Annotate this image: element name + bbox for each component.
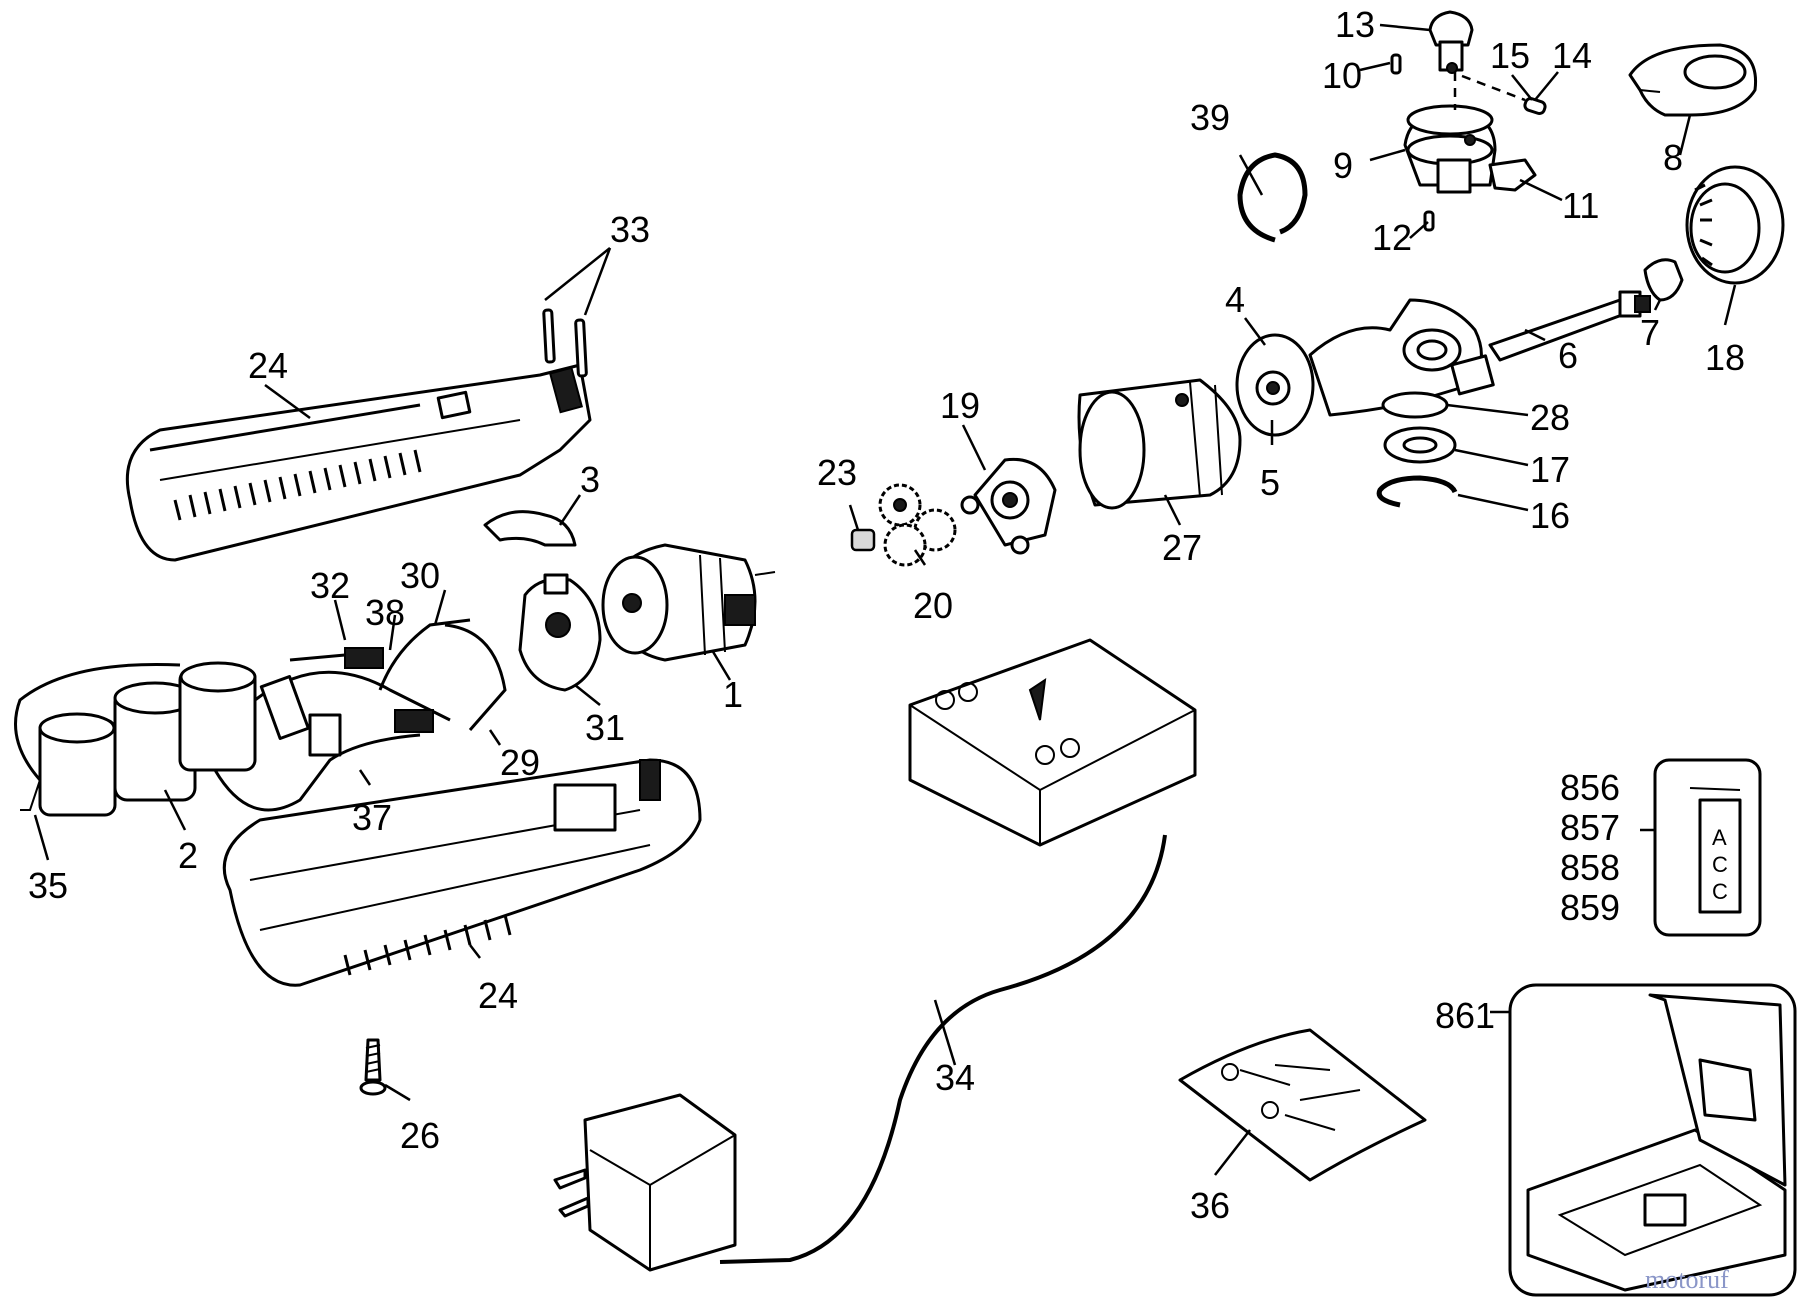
charging-base (908, 638, 1197, 847)
nut-part-7 (1643, 258, 1684, 302)
snap-ring-part-39 (1237, 152, 1308, 243)
gear-housing-part-27 (1077, 378, 1242, 510)
battery-and-wiring (14, 618, 507, 817)
callout-34: 34 (935, 1057, 975, 1098)
clamp-part-8 (1628, 43, 1758, 117)
accessory-bag-part-36 (1178, 1028, 1427, 1182)
lever-part-11 (1488, 158, 1537, 192)
callout-2: 2 (178, 835, 198, 876)
callout-19: 19 (940, 385, 980, 426)
card-letter-c2: C (1712, 879, 1728, 904)
callout-17: 17 (1530, 449, 1570, 490)
lower-housing-part-24 (222, 758, 702, 987)
callout-labels: 24 33 3 1 31 2 35 37 29 32 30 38 24 26 2… (28, 4, 1745, 1226)
watermark-text: motoruf (1645, 1265, 1729, 1294)
callout-18: 18 (1705, 337, 1745, 378)
callout-35: 35 (28, 865, 68, 906)
drive-socket-part-9 (1403, 104, 1497, 194)
callout-1: 1 (723, 674, 743, 715)
callout-16: 16 (1530, 495, 1570, 536)
callout-30: 30 (400, 555, 440, 596)
card-letter-c1: C (1712, 852, 1728, 877)
callout-23: 23 (817, 452, 857, 493)
callout-20: 20 (913, 585, 953, 626)
callout-8: 8 (1663, 137, 1683, 178)
callout-14: 14 (1552, 35, 1592, 76)
card-letter-a: A (1712, 825, 1727, 850)
callout-31: 31 (585, 707, 625, 748)
callout-9: 9 (1333, 145, 1353, 186)
callout-10: 10 (1322, 55, 1362, 96)
screw-part-26 (359, 1038, 387, 1096)
callout-858: 858 (1560, 847, 1620, 888)
callout-39: 39 (1190, 97, 1230, 138)
gears-part-20 (878, 483, 957, 567)
carrying-case-part-861 (1490, 983, 1797, 1297)
callout-11: 11 (1562, 185, 1599, 226)
callout-12: 12 (1372, 217, 1412, 258)
callout-37: 37 (352, 797, 392, 838)
planet-carrier-part-19 (960, 457, 1057, 555)
callout-5: 5 (1260, 462, 1280, 503)
ratchet-head-part-4 (1235, 298, 1495, 437)
callout-24-lower: 24 (478, 975, 518, 1016)
pins-part-33 (542, 308, 588, 378)
callout-29: 29 (500, 742, 540, 783)
callout-857: 857 (1560, 807, 1620, 848)
callout-36: 36 (1190, 1185, 1230, 1226)
callout-4: 4 (1225, 279, 1245, 320)
ring-nut-part-18 (1685, 165, 1785, 285)
callout-26: 26 (400, 1115, 440, 1156)
shaft-part-6 (1488, 290, 1651, 362)
callout-27: 27 (1162, 527, 1202, 568)
callout-7: 7 (1640, 312, 1660, 353)
callout-33: 33 (610, 209, 650, 250)
clip-part-3 (483, 510, 577, 547)
callout-24-upper: 24 (248, 345, 288, 386)
callout-32: 32 (310, 565, 350, 606)
callout-3: 3 (580, 459, 600, 500)
leader-lines (33, 23, 1737, 1176)
pinion-part-23 (850, 528, 876, 552)
label-card-box: A C C (1653, 758, 1762, 937)
pin-part-14 (1523, 97, 1547, 115)
callout-861: 861 (1435, 995, 1495, 1036)
pin-part-12 (1423, 210, 1435, 232)
callout-859: 859 (1560, 887, 1620, 928)
knob-part-13 (1428, 10, 1474, 74)
callout-28: 28 (1530, 397, 1570, 438)
brush-holder-part-31 (518, 573, 602, 692)
callout-6: 6 (1558, 335, 1578, 376)
charger-cord-part-34 (719, 834, 1167, 1264)
callout-38: 38 (365, 592, 405, 633)
wall-adapter (553, 1093, 737, 1272)
motor-part-1 (601, 543, 776, 662)
callout-856: 856 (1560, 767, 1620, 808)
washer-part-28 (1381, 391, 1449, 419)
callout-15: 15 (1490, 35, 1530, 76)
retaining-ring-part-16 (1376, 475, 1458, 508)
pin-part-10 (1390, 53, 1402, 75)
callout-13: 13 (1335, 4, 1375, 45)
bearing-part-17 (1383, 426, 1457, 464)
upper-housing-part-24 (125, 363, 592, 562)
